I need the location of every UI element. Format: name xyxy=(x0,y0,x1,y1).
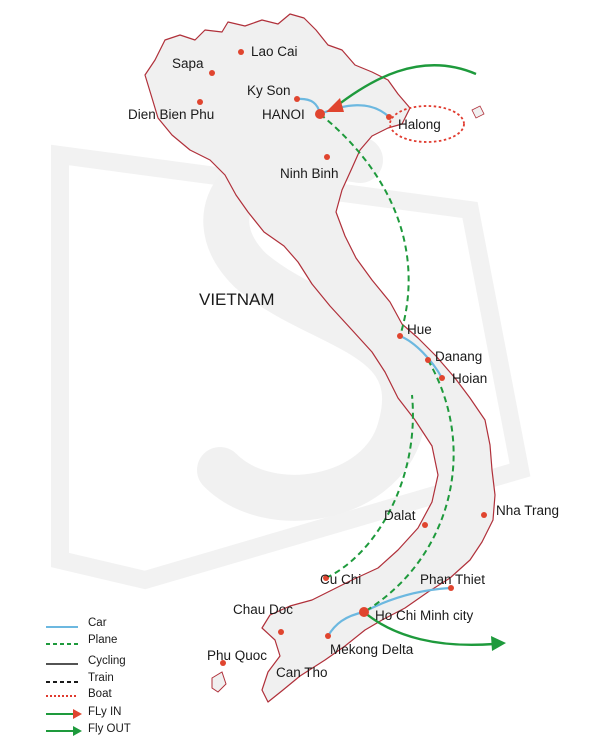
city-dot-sapa xyxy=(209,70,215,76)
city-dot-dien-bien-phu xyxy=(197,99,203,105)
city-label-dalat: Dalat xyxy=(384,508,416,523)
city-label-ninh-binh: Ninh Binh xyxy=(280,166,339,181)
city-dot-phan-thiet xyxy=(448,585,454,591)
legend-label-train: Train xyxy=(88,672,114,684)
plane-route-hcm-north xyxy=(325,394,414,579)
city-label-danang: Danang xyxy=(435,349,482,364)
city-dot-cu-chi xyxy=(323,575,329,581)
car-route-hcm-phanthiet xyxy=(362,586,452,614)
city-label-sapa: Sapa xyxy=(172,56,204,71)
legend-item-fly-in: FLy IN xyxy=(46,706,121,719)
city-dots xyxy=(197,49,487,666)
fly-in-arrow xyxy=(326,64,477,112)
city-label-mekong-delta: Mekong Delta xyxy=(330,642,414,657)
city-dot-danang xyxy=(425,357,431,363)
legend-label-cycling: Cycling xyxy=(88,655,126,667)
legend-label-fly-out: Fly OUT xyxy=(88,723,131,735)
plane-route-hanoi-hue xyxy=(319,113,410,337)
legend-item-cycling: Cycling xyxy=(46,655,126,667)
legend: Car Plane Cycling Train Boat FLy IN Fly … xyxy=(46,617,131,736)
plane-route-danang-hcm xyxy=(363,359,455,613)
city-dot-dalat xyxy=(422,522,428,528)
city-label-nha-trang: Nha Trang xyxy=(496,503,559,518)
legend-item-boat: Boat xyxy=(46,688,112,700)
city-dot-phu-quoc xyxy=(220,660,226,666)
city-label-phu-quoc: Phu Quoc xyxy=(207,648,267,663)
city-dot-lao-cai xyxy=(238,49,244,55)
vietnam-landmass xyxy=(144,13,496,703)
legend-item-car: Car xyxy=(46,617,107,629)
city-dot-hanoi xyxy=(315,109,325,119)
city-dot-mekong-delta xyxy=(325,633,331,639)
city-dot-ky-son xyxy=(294,96,300,102)
city-dot-ninh-binh xyxy=(324,154,330,160)
city-labels: Lao Cai Sapa Ky Son HANOI Dien Bien Phu … xyxy=(128,44,559,680)
city-dot-halong xyxy=(386,114,392,120)
city-label-phan-thiet: Phan Thiet xyxy=(420,572,485,587)
city-label-can-tho: Can Tho xyxy=(276,665,328,680)
legend-item-fly-out: Fly OUT xyxy=(46,723,131,736)
legend-item-plane: Plane xyxy=(46,634,117,646)
city-label-chau-doc: Chau Doc xyxy=(233,602,293,617)
city-dot-nha-trang xyxy=(481,512,487,518)
boat-route-halong-bay xyxy=(389,105,465,143)
city-dot-chau-doc xyxy=(278,629,284,635)
legend-label-plane: Plane xyxy=(88,634,117,646)
car-route-hue-hoian xyxy=(398,334,444,380)
legend-label-fly-in: FLy IN xyxy=(88,706,121,718)
legend-item-train: Train xyxy=(46,672,114,684)
country-label: VIETNAM xyxy=(199,290,275,309)
city-label-hanoi: HANOI xyxy=(262,107,305,122)
legend-label-boat: Boat xyxy=(88,688,112,700)
city-dot-hoian xyxy=(439,375,445,381)
fly-out-arrow xyxy=(363,611,506,651)
city-dot-hue xyxy=(397,333,403,339)
city-label-cu-chi: Cu Chi xyxy=(320,572,361,587)
city-label-dien-bien-phu: Dien Bien Phu xyxy=(128,107,214,122)
city-label-halong: Halong xyxy=(398,117,441,132)
legend-label-car: Car xyxy=(88,617,107,629)
city-label-ho-chi-minh: Ho Chi Minh city xyxy=(375,608,474,623)
city-label-hue: Hue xyxy=(407,322,432,337)
city-dot-ho-chi-minh xyxy=(359,607,369,617)
plane-routes xyxy=(319,113,455,613)
city-label-ky-son: Ky Son xyxy=(247,83,291,98)
city-label-lao-cai: Lao Cai xyxy=(251,44,298,59)
city-label-hoian: Hoian xyxy=(452,371,487,386)
